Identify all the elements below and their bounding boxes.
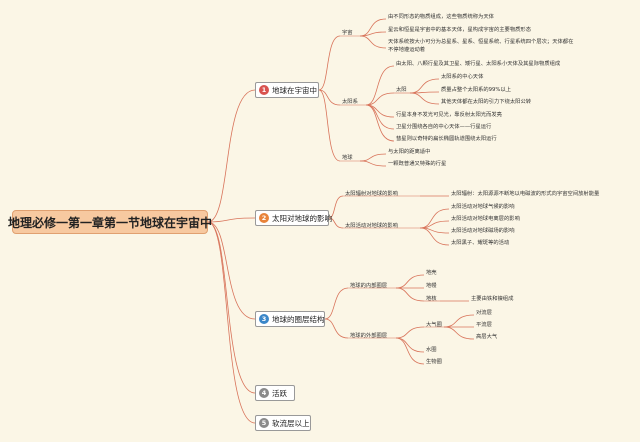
solar-system-item: 卫星分围绕各自的中心天体——行星运行 [396,124,492,130]
universe-item: 不停地遵运动着 [388,47,426,53]
connector [365,104,395,142]
atmosphere-node[interactable]: 大气圈 [426,322,442,328]
root-branch-1-connector [207,89,256,223]
connector [318,35,341,91]
earth-item: 一颗既普通又特殊的行星 [388,161,447,167]
sun-item: 质量占整个太阳系的99%以上 [441,87,512,93]
atmosphere-item: 对流层 [476,310,492,316]
outer-layer-item: 水圈 [426,347,437,353]
connector [395,326,425,339]
connector [395,287,425,302]
root-topic[interactable]: 地理必修一第一章第一节地球在宇宙中 [8,210,212,234]
solar-radiation-node[interactable]: 太阳辐射对地球的影响 [345,191,398,197]
connector [318,89,341,162]
connector [328,195,344,219]
connector [409,92,440,105]
connector [365,65,395,106]
connector [395,274,425,289]
solar-activity-item: 太阳活动对地球气候的影响 [451,204,515,210]
sun-item: 其他天体都在太阳的引力下绕太阳公转 [441,99,532,105]
connector [409,78,440,94]
earth-node[interactable]: 地球 [342,155,353,161]
branch-2-topic[interactable]: 2 太阳对地球的影响 [255,210,332,226]
solar-activity-node[interactable]: 太阳活动对地球的影响 [345,223,398,229]
inner-layer-item: 地幔 [426,283,437,289]
badge-4-icon: 4 [259,388,269,398]
branch-1-topic[interactable]: 1 地球在宇宙中 [255,82,319,98]
connector [359,160,387,167]
universe-item: 天体系统按大小可分为总星系、星系、恒星系统、行星系统四个层次；天体都在 [388,39,574,45]
atmosphere-item: 平流层 [476,322,492,328]
connector [359,35,387,49]
connector [318,89,341,106]
badge-2-icon: 2 [259,213,269,223]
universe-node[interactable]: 宇宙 [342,30,353,36]
badge-3-icon: 3 [259,314,269,324]
connector [419,227,450,246]
universe-item: 星云和恒星是宇宙中的基本天体，星构成宇宙的主要物质形态 [388,27,532,33]
outer-layers-node[interactable]: 地球的外部圈层 [350,333,388,339]
branch-3-topic[interactable]: 3 地球的圈层结构 [255,311,325,327]
universe-item: 由不同形态的物质组成，这些物质统称为天体 [388,14,494,20]
branch-1-label: 地球在宇宙中 [272,85,317,95]
connector [395,337,425,353]
root-branch-4-connector [207,221,256,394]
solar-system-item: 由太阳、八颗行星及其卫星、矮行星、太阳系小天体及其星际物质组成 [396,61,561,67]
connector [419,208,450,229]
connector [395,337,425,365]
branch-4-topic[interactable]: 4 活跃 [255,385,295,401]
connector [324,287,349,320]
connector [328,217,344,229]
connector [359,153,387,162]
inner-layer-item: 地壳 [426,270,437,276]
badge-1-icon: 1 [259,85,269,95]
branch-3-label: 地球的圈层结构 [272,314,325,324]
solar-activity-item: 太阳黑子、耀斑等的活动 [451,240,510,246]
inner-layers-node[interactable]: 地球的内部圈层 [350,283,388,289]
sun-node[interactable]: 太阳 [396,87,407,93]
branch-2-label: 太阳对地球的影响 [272,213,332,223]
connector [359,31,387,37]
branch-5-label: 软流层以上 [272,418,310,428]
atmosphere-item: 高层大气 [476,334,498,340]
solar-radiation-item: 太阳辐射：太阳源源不断地以电磁波的形式向宇宙空间放射能量 [451,191,600,197]
solar-activity-item: 太阳活动对地球电离层的影响 [451,216,520,222]
solar-system-item: 彗星则以奇特的扁长椭圆轨道围绕太阳运行 [396,136,497,142]
connector [443,326,475,340]
sun-item: 太阳系的中心天体 [441,74,484,80]
connector [365,92,395,106]
root-branch-2-connector [207,217,256,223]
connector [324,318,349,339]
outer-layer-item: 生物圈 [426,359,442,365]
core-item: 主要由铁和镍组成 [471,296,514,302]
branch-4-label: 活跃 [272,388,287,398]
earth-item: 与太阳的距离适中 [388,149,431,155]
connector [443,314,475,328]
solar-system-item: 行星本身不发光可见光，靠反射太阳光而发亮 [396,112,502,118]
solar-activity-item: 太阳活动对地球磁场的影响 [451,228,515,234]
solar-system-node[interactable]: 太阳系 [342,99,358,105]
inner-layer-item: 地核 [426,296,437,302]
root-branch-5-connector [207,221,256,424]
root-branch-3-connector [207,221,256,320]
badge-5-icon: 5 [259,418,269,428]
branch-5-topic[interactable]: 5 软流层以上 [255,415,311,431]
